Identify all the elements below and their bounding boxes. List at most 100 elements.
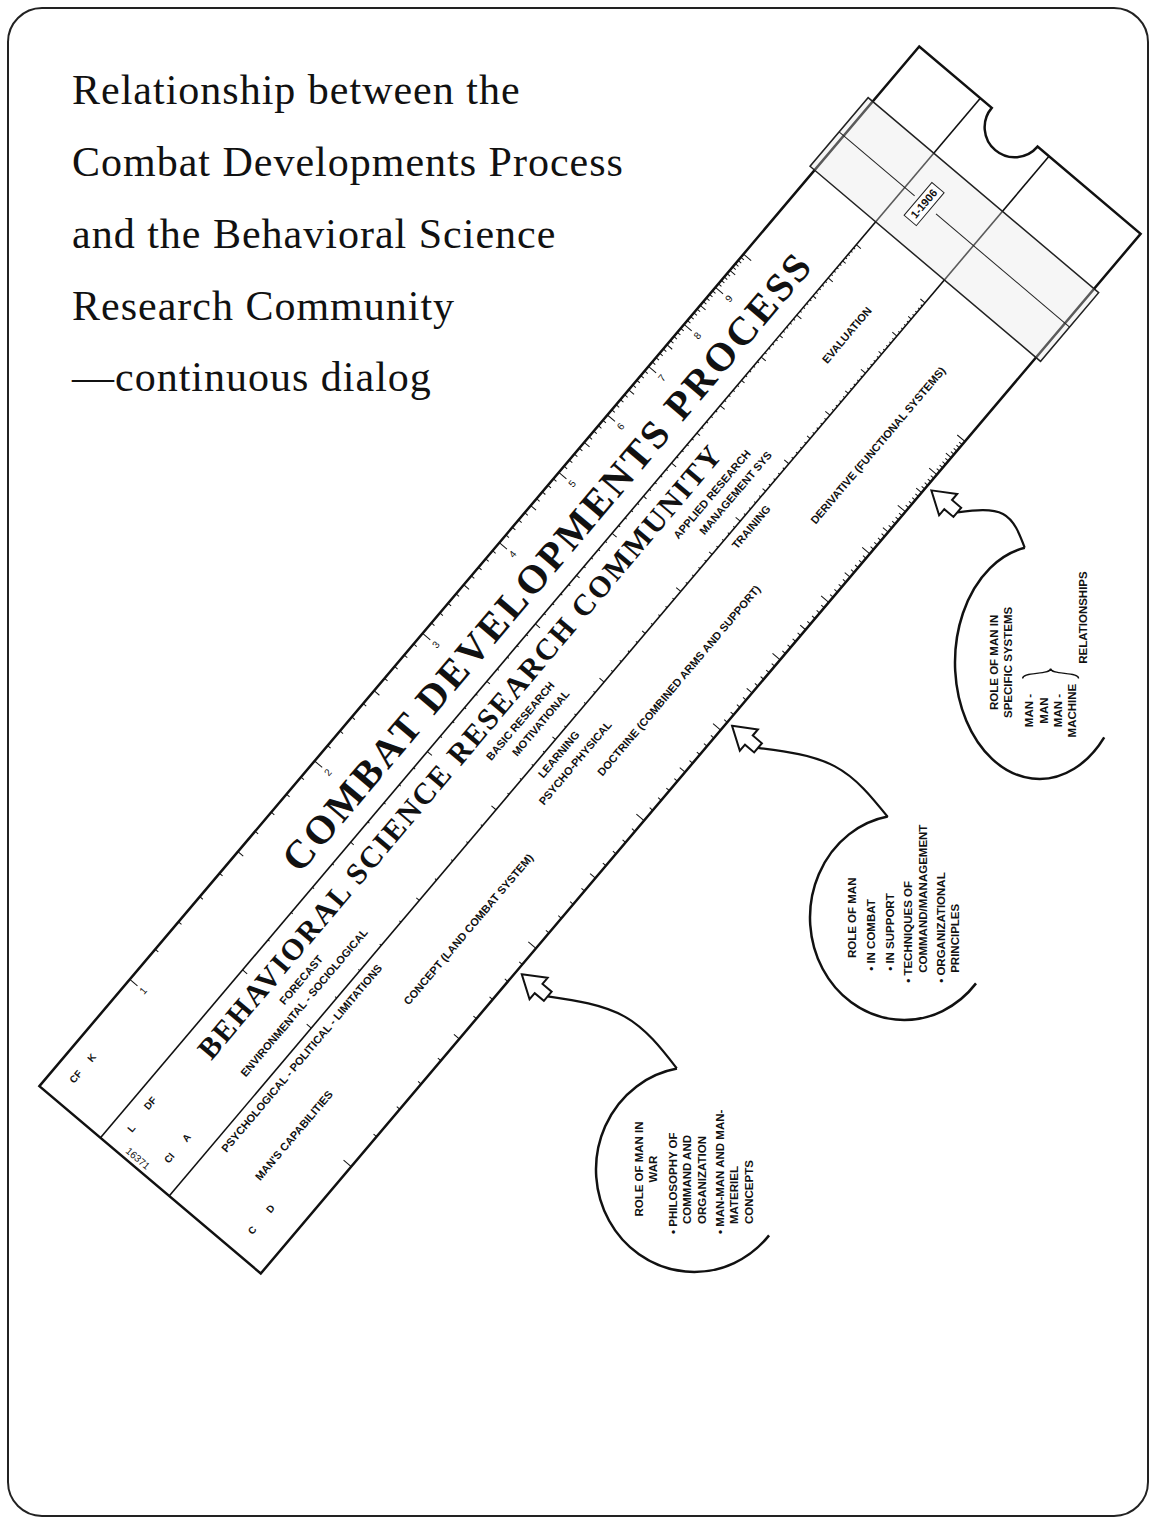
- scale-tick: [603, 863, 606, 866]
- scale-tick: [684, 324, 692, 330]
- scale-tick: [553, 479, 556, 482]
- scale-tick: [807, 621, 810, 624]
- scale-tick: [915, 494, 918, 497]
- scale-tick: [594, 691, 596, 692]
- scale-tick: [821, 605, 824, 608]
- scale-tick: [625, 395, 628, 398]
- scale-tick: [525, 513, 528, 516]
- scale-tick: [750, 371, 752, 372]
- scale-tick: [528, 942, 536, 948]
- scale-tick: [643, 496, 646, 499]
- scale-tick: [200, 897, 203, 900]
- scale-tick: [810, 300, 812, 301]
- scale-tick: [711, 416, 713, 417]
- scale-tick: [526, 635, 528, 636]
- scale-tick: [380, 944, 382, 945]
- scale-tick: [889, 342, 891, 343]
- scale-tick: [724, 277, 727, 280]
- scale-tick: [747, 688, 752, 693]
- scale-tick: [661, 476, 663, 477]
- scale-tick: [837, 268, 839, 269]
- scale-tick: [517, 646, 519, 647]
- callout-text-group: ROLE OF MAN IN WAR• PHILOSOPHY OF COMMAN…: [632, 1104, 756, 1234]
- scale-tick: [913, 314, 915, 315]
- scale-tick: [744, 514, 746, 515]
- scale-tick: [817, 610, 820, 613]
- scale-tick: [649, 489, 651, 490]
- scale-tick: [670, 341, 673, 344]
- scale-tick: [505, 979, 508, 982]
- scale-tick: [690, 761, 693, 764]
- scale-tick: [746, 376, 748, 377]
- scale-tick: [772, 664, 775, 667]
- scale-tick: [666, 469, 668, 470]
- cursor-hairline: [839, 132, 915, 196]
- scale-tick: [699, 567, 701, 568]
- scale-tick: [776, 340, 778, 341]
- scale-tick: [957, 435, 965, 441]
- scale-tick: [636, 814, 644, 820]
- scale-tick: [418, 1081, 421, 1084]
- scale-tick: [703, 302, 706, 305]
- scale-tick: [797, 315, 802, 319]
- scale-tick: [543, 751, 545, 752]
- scale-tick: [680, 768, 685, 773]
- scale-tick: [937, 469, 940, 472]
- scale-tick: [727, 274, 730, 277]
- scale-tick: [840, 264, 842, 265]
- frame-border: [8, 8, 1148, 1516]
- scale-tick: [512, 527, 515, 530]
- scale-tick: [397, 1107, 400, 1110]
- scale-tick: [579, 448, 582, 451]
- scale-tick: [666, 606, 668, 607]
- scale-tick: [440, 613, 443, 616]
- callout-item: • MAN-MAN AND MAN-MATERIEL CONCEPTS: [713, 1104, 756, 1234]
- scale-tick: [922, 486, 925, 489]
- scale-tick: [788, 645, 791, 648]
- scale-tick: [831, 274, 833, 275]
- callout-arc: [810, 817, 976, 1020]
- scale-tick: [807, 436, 810, 439]
- scale-tick: [724, 720, 727, 723]
- scale-tick: [883, 349, 885, 350]
- scale-tick: [715, 287, 723, 293]
- scale-tick: [374, 1134, 377, 1137]
- rule-body: [39, 46, 1140, 1273]
- cursor-hairline: [936, 214, 1070, 327]
- scale-tick: [901, 328, 903, 329]
- scale-tick: [687, 320, 690, 323]
- scale-tick: [783, 468, 785, 469]
- scale-tick: [803, 307, 805, 308]
- scale-tick: [691, 317, 694, 320]
- scale-tick: [548, 485, 551, 488]
- scale-tick: [713, 724, 721, 730]
- scale-tick: [834, 589, 837, 592]
- brace-path: [1023, 669, 1079, 679]
- scale-tick: [813, 296, 816, 299]
- scale-tick: [830, 595, 833, 598]
- scale-ticks: [307, 299, 925, 1028]
- scale-tick: [721, 280, 724, 283]
- scale-tick: [677, 332, 680, 335]
- scale-tick: [456, 594, 459, 597]
- scale-tick: [843, 261, 846, 264]
- scale-tick: [920, 299, 925, 303]
- scale-tick: [879, 351, 882, 354]
- scale-tick: [628, 651, 630, 652]
- scale-tick: [666, 788, 669, 791]
- scale-tick: [741, 257, 744, 260]
- scale-tick: [854, 384, 856, 385]
- scale-tick: [395, 666, 398, 669]
- scale-tick: [220, 873, 223, 876]
- callout-arc: [596, 1068, 769, 1271]
- scale-tick: [453, 722, 455, 723]
- scale-tick: [651, 623, 653, 624]
- scale-tick: [692, 575, 694, 576]
- scale-tick: [909, 501, 912, 504]
- scale-tick: [616, 405, 619, 408]
- scale-tick: [658, 615, 660, 616]
- scale-tick: [706, 422, 708, 423]
- scale-tick: [951, 452, 954, 455]
- scale-tick: [706, 298, 709, 301]
- scale-tick: [507, 793, 509, 794]
